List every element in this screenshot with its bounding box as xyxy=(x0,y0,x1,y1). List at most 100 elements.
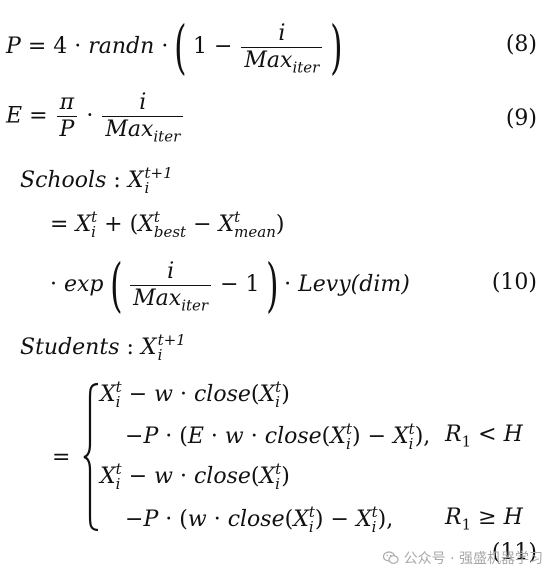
numerator-i: i xyxy=(139,90,147,115)
minus-sign: − xyxy=(128,464,148,489)
superscript-t: t xyxy=(371,503,378,521)
dot-operator: · xyxy=(74,34,82,59)
symbol-X: X xyxy=(138,212,154,237)
left-brace-icon xyxy=(83,382,99,532)
symbol-w: w xyxy=(154,382,173,407)
plus-sign: + xyxy=(104,212,123,237)
dot-operator: · xyxy=(86,103,94,129)
comma: , xyxy=(423,424,431,449)
minus-sign: − xyxy=(220,272,239,297)
minus-sign: − xyxy=(367,424,386,449)
symbol-X: X xyxy=(140,335,157,360)
left-paren: ( xyxy=(179,507,188,532)
symbol-X: X xyxy=(293,507,309,532)
subscript-i: i xyxy=(91,223,96,241)
max-label: Max xyxy=(133,285,182,311)
symbol-X: X xyxy=(218,212,235,237)
symbol-X: X xyxy=(259,464,276,489)
right-big-paren: ) xyxy=(330,13,343,81)
subscript-i: i xyxy=(157,346,163,364)
dot-operator: · xyxy=(213,507,221,532)
left-paren: ( xyxy=(179,424,188,449)
number-four: 4 xyxy=(53,34,68,59)
symbol-X: X xyxy=(100,464,116,489)
symbol-E: E xyxy=(187,424,204,449)
max-label: Max xyxy=(244,47,293,73)
iter-subscript: iter xyxy=(292,57,320,76)
iter-subscript: iter xyxy=(181,295,209,314)
dot-operator: · xyxy=(179,464,187,489)
equation-8: P = 4 · randn · ( 1 − i Maxiter ) xyxy=(6,13,343,81)
equals-sign: = xyxy=(50,212,69,237)
minus-sign: − xyxy=(213,34,233,59)
schools-label: Schools xyxy=(20,168,107,193)
comma: , xyxy=(386,507,394,532)
symbol-H: H xyxy=(503,422,523,447)
symbol-X: X xyxy=(259,382,276,407)
less-than-sign: < xyxy=(478,422,497,447)
watermark: 公众号 · 强盛机器学习 xyxy=(382,548,543,568)
subscript-i: i xyxy=(408,435,414,453)
colon: : xyxy=(113,168,121,193)
denominator-max-iter: Maxiter xyxy=(102,116,184,144)
levy-function: Levy(dim) xyxy=(298,272,410,297)
subscript-i: i xyxy=(275,475,280,493)
superscript-t: t xyxy=(153,208,160,226)
equals-sign: = xyxy=(52,445,71,470)
subscript-mean: mean xyxy=(234,223,276,241)
superscript-t: t xyxy=(275,378,282,396)
exp-function: exp xyxy=(64,272,104,297)
left-paren: ( xyxy=(129,212,139,237)
symbol-X: X xyxy=(127,168,144,193)
close-function: close xyxy=(264,424,322,449)
superscript-t: t xyxy=(91,208,98,226)
symbol-P: P xyxy=(143,424,159,449)
schools-update-line-2: · exp ( i Maxiter − 1 ) · Levy(dim) xyxy=(50,256,410,314)
subscript-i: i xyxy=(371,518,377,536)
symbol-w: w xyxy=(187,507,207,532)
fraction-i-over-max-iter: i Maxiter xyxy=(130,260,212,312)
right-paren: ) xyxy=(414,424,424,449)
equation-number-9: (9) xyxy=(505,106,537,131)
left-big-paren: ( xyxy=(109,251,123,319)
number-one: 1 xyxy=(245,272,260,297)
symbol-w: w xyxy=(224,424,244,449)
superscript-t: t xyxy=(408,420,415,438)
superscript-t: t xyxy=(234,208,241,226)
students-label: Students xyxy=(20,335,120,360)
watermark-label: 公众号 · 强盛机器学习 xyxy=(403,551,543,567)
symbol-X: X xyxy=(75,212,92,237)
numerator-pi: π xyxy=(59,90,75,115)
right-big-paren: ) xyxy=(265,251,279,319)
equals-sign: = xyxy=(29,103,48,129)
right-paren: ) xyxy=(314,507,324,532)
left-paren: ( xyxy=(284,507,294,532)
minus-sign: − xyxy=(128,382,148,407)
denominator-max-iter: Maxiter xyxy=(241,46,323,74)
case-2-condition: R1 ≥ H xyxy=(445,505,523,532)
equation-number-11: (11) xyxy=(491,540,537,565)
symbol-P: P xyxy=(6,34,21,59)
left-paren: ( xyxy=(250,464,260,489)
subscript-i: i xyxy=(115,475,121,493)
max-label: Max xyxy=(105,117,154,142)
symbol-R: R xyxy=(445,505,462,530)
subscript-best: best xyxy=(153,223,187,241)
randn-function: randn xyxy=(88,34,155,59)
equation-number-8: (8) xyxy=(505,32,537,57)
superscript-t: t xyxy=(115,460,122,478)
